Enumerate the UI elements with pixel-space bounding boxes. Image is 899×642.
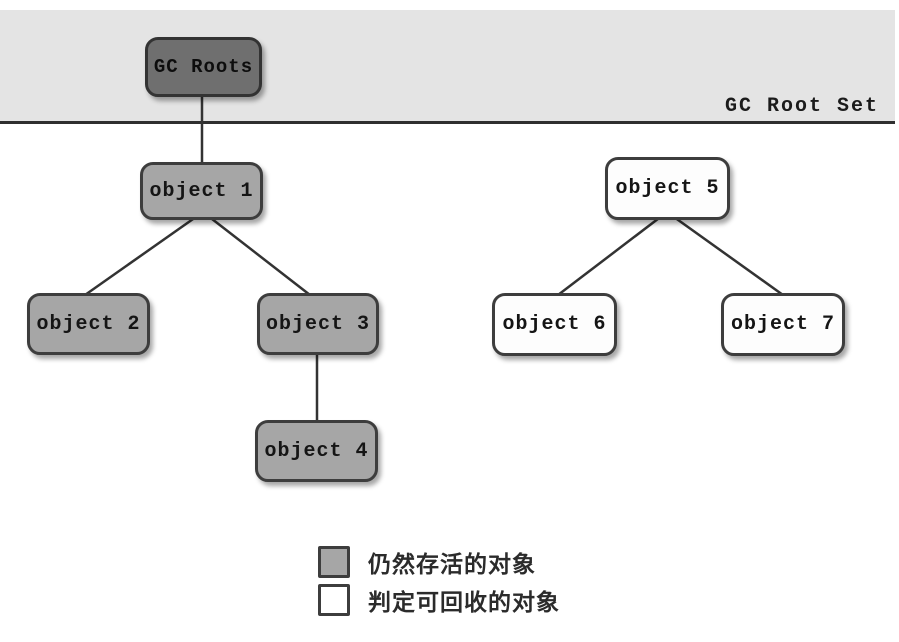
legend-row-alive: 仍然存活的对象 <box>318 546 560 578</box>
node-object-4: object 4 <box>255 420 378 482</box>
legend-label-collectible: 判定可回收的对象 <box>368 589 560 615</box>
node-object-6: object 6 <box>492 293 617 356</box>
node-gc-roots-label: GC Roots <box>153 56 254 78</box>
node-object-3-label: object 3 <box>265 312 370 336</box>
legend-swatch-collectible <box>318 584 350 616</box>
node-object-5: object 5 <box>605 157 730 220</box>
node-object-6-label: object 6 <box>502 313 607 336</box>
edge-object5-object6 <box>557 211 668 296</box>
node-object-5-label: object 5 <box>615 177 720 200</box>
legend: 仍然存活的对象 判定可回收的对象 <box>318 546 560 624</box>
legend-label-alive: 仍然存活的对象 <box>368 551 536 577</box>
node-object-1: object 1 <box>140 162 263 220</box>
edge-object1-object2 <box>84 210 204 297</box>
node-object-2-label: object 2 <box>36 312 141 336</box>
node-object-4-label: object 4 <box>264 439 369 463</box>
gc-root-set-label: GC Root Set <box>724 95 879 118</box>
node-object-2: object 2 <box>27 293 150 355</box>
edge-object1-object3 <box>202 211 311 296</box>
node-object-1-label: object 1 <box>149 179 254 203</box>
legend-row-collectible: 判定可回收的对象 <box>318 584 560 616</box>
node-object-3: object 3 <box>257 293 379 355</box>
node-gc-roots: GC Roots <box>145 37 262 97</box>
node-object-7-label: object 7 <box>730 313 835 336</box>
node-object-7: object 7 <box>721 293 845 356</box>
edge-object5-object7 <box>666 210 784 297</box>
legend-swatch-alive <box>318 546 350 578</box>
